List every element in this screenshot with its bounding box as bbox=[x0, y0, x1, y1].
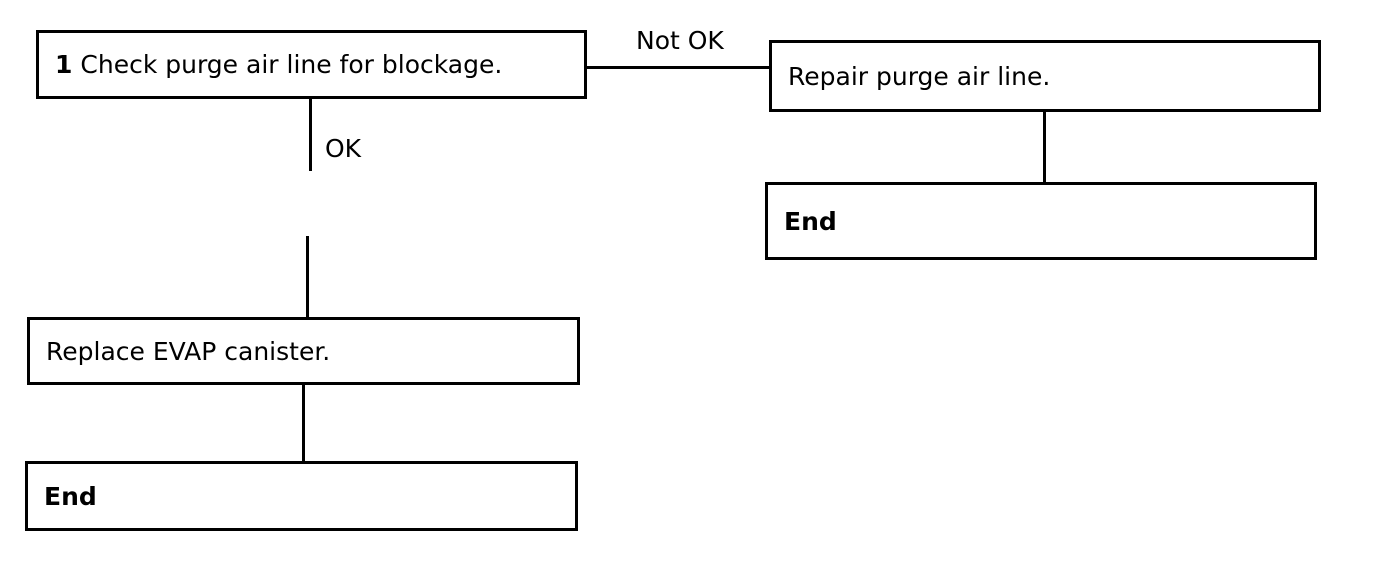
end-left-text: End bbox=[44, 481, 97, 511]
end-box-right: End bbox=[765, 182, 1317, 260]
repair-purge-air-line-box: Repair purge air line. bbox=[769, 40, 1321, 112]
repair-to-end-connector bbox=[1043, 112, 1046, 184]
ok-connector-lower bbox=[306, 236, 309, 318]
replace-to-end-connector bbox=[302, 385, 305, 463]
step-1-text: Check purge air line for blockage. bbox=[80, 50, 503, 79]
not-ok-label: Not OK bbox=[636, 26, 724, 55]
step-1-box: 1 Check purge air line for blockage. bbox=[36, 30, 587, 99]
ok-connector-upper bbox=[309, 99, 312, 171]
end-right-text: End bbox=[784, 206, 837, 236]
step-number: 1 bbox=[55, 50, 73, 79]
ok-label: OK bbox=[325, 134, 362, 163]
not-ok-connector bbox=[587, 66, 770, 69]
replace-evap-canister-box: Replace EVAP canister. bbox=[27, 317, 580, 385]
repair-text: Repair purge air line. bbox=[788, 61, 1051, 91]
end-box-left: End bbox=[25, 461, 578, 531]
replace-text: Replace EVAP canister. bbox=[46, 336, 331, 366]
